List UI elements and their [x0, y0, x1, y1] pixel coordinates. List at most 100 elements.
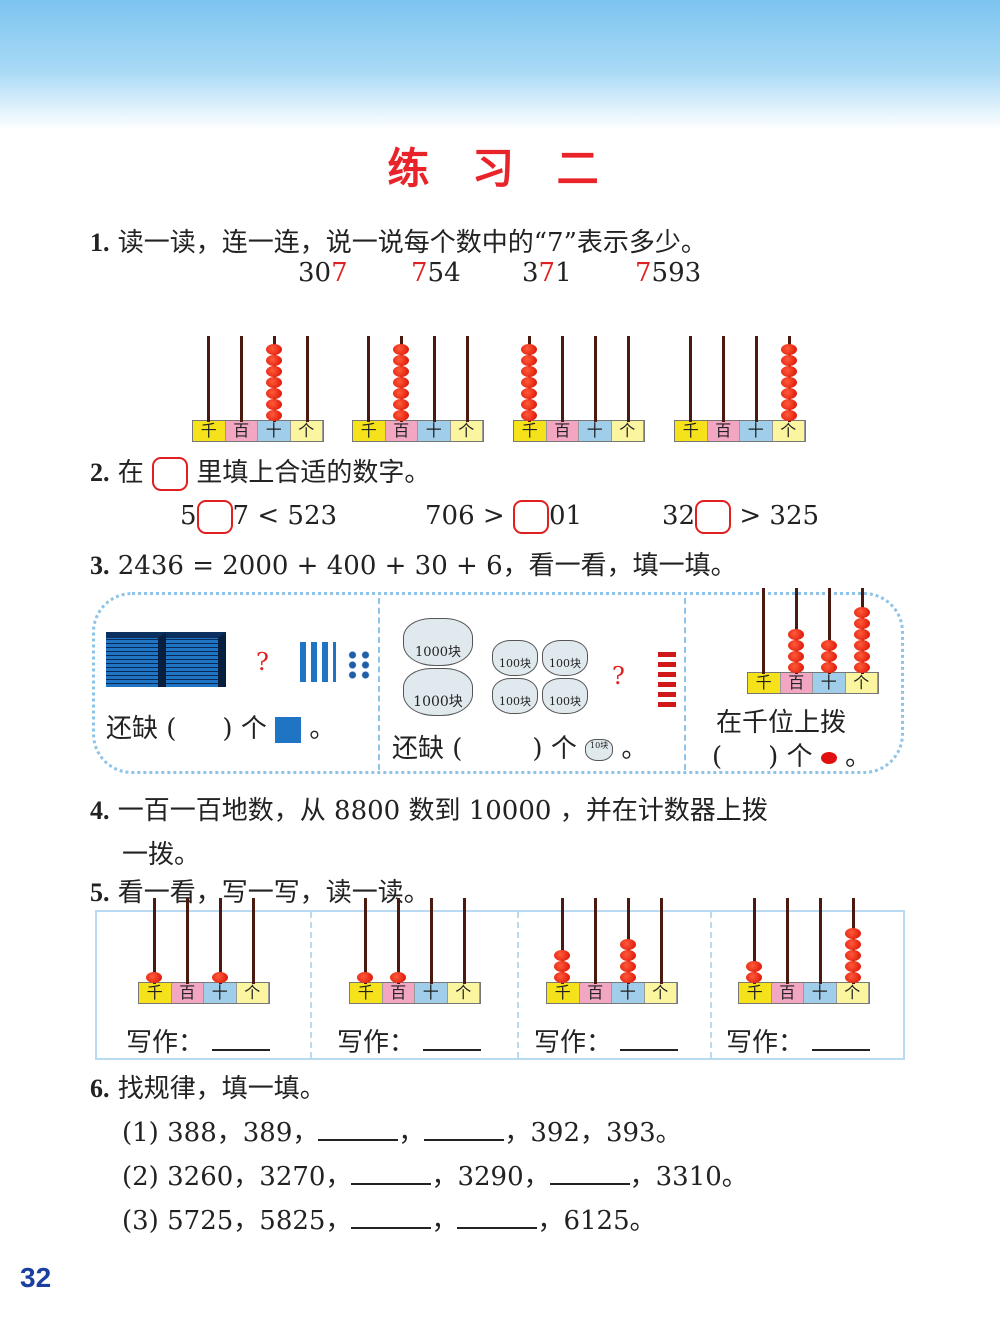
- place-label: 千: [514, 421, 547, 441]
- abacus: 千百十个: [192, 332, 324, 442]
- thousand-cube-icon: [106, 632, 166, 687]
- divider: [517, 912, 519, 1058]
- abacus-bead: [266, 410, 282, 421]
- abacus-rod: [561, 898, 564, 984]
- place-value-base: 千百十个: [192, 420, 324, 442]
- place-label: 十: [740, 421, 773, 441]
- q3-p2-answer: 还缺 () 个 10块 。: [392, 734, 648, 764]
- abacus-bead: [788, 662, 804, 673]
- place-label: 十: [804, 983, 837, 1003]
- abacus-bead: [146, 972, 162, 983]
- place-label: 百: [385, 421, 418, 441]
- place-label: 千: [547, 983, 580, 1003]
- abacus-bead: [521, 344, 537, 355]
- place-label: 百: [579, 983, 612, 1003]
- abacus-rod: [463, 898, 466, 984]
- place-label: 个: [450, 421, 483, 441]
- place-label: 十: [579, 421, 612, 441]
- abacus-bead: [620, 950, 636, 961]
- place-label: 个: [772, 421, 805, 441]
- money-bag-100-icon: 100块: [542, 678, 588, 714]
- question-4-line2: 一拨。: [122, 840, 201, 870]
- answer-box[interactable]: [512, 500, 549, 534]
- abacus-bead: [266, 377, 282, 388]
- write-field[interactable]: 写作：: [337, 1022, 482, 1059]
- place-label: 十: [258, 421, 291, 441]
- abacus-bead: [845, 961, 861, 972]
- place-value-base: 千百十个: [349, 982, 481, 1004]
- abacus-rod: [762, 588, 765, 674]
- abacus-rod: [430, 898, 433, 984]
- place-label: 千: [193, 421, 226, 441]
- abacus-bead: [521, 366, 537, 377]
- abacus-bead: [620, 961, 636, 972]
- abacus-bead: [781, 366, 797, 377]
- abacus-bead: [554, 972, 570, 983]
- place-label: 百: [225, 421, 258, 441]
- answer-box[interactable]: [695, 500, 732, 534]
- blank[interactable]: [318, 1119, 399, 1141]
- abacus-bead: [521, 377, 537, 388]
- abacus-bead: [393, 344, 409, 355]
- blank[interactable]: [351, 1207, 432, 1229]
- question-2: 2. 在 里填上合适的数字。: [90, 452, 430, 491]
- abacus-bead: [266, 344, 282, 355]
- q1-number-3: 7593: [635, 258, 702, 288]
- unit-cubes-icon: [346, 650, 372, 680]
- place-label: 百: [780, 673, 813, 693]
- q1-number-1: 754: [411, 258, 461, 288]
- abacus-bead: [821, 640, 837, 651]
- question-1: 1. 读一读，连一连，说一说每个数中的“7”表示多少。: [90, 228, 707, 258]
- abacus-bead: [781, 377, 797, 388]
- place-value-base: 千百十个: [138, 982, 270, 1004]
- abacus-bead: [845, 928, 861, 939]
- abacus-rod: [828, 588, 831, 674]
- place-value-base: 千百十个: [747, 672, 879, 694]
- abacus-bead: [212, 972, 228, 983]
- write-field[interactable]: 写作：: [726, 1022, 871, 1059]
- abacus: 千百十个: [513, 332, 645, 442]
- q2-item-1: 706 > 01: [425, 500, 582, 534]
- abacus-bead: [788, 629, 804, 640]
- divider: [710, 912, 712, 1058]
- place-label: 个: [290, 421, 323, 441]
- abacus: 千百十个: [352, 332, 484, 442]
- write-field[interactable]: 写作：: [534, 1022, 679, 1059]
- question-mark: ?: [612, 662, 625, 690]
- abacus-bead: [821, 662, 837, 673]
- abacus-rod: [722, 336, 725, 422]
- question-6: 6. 找规律，填一填。: [90, 1074, 326, 1104]
- q2-item-2: 32 > 325: [662, 500, 819, 534]
- abacus-rod: [627, 336, 630, 422]
- abacus-rod: [306, 336, 309, 422]
- write-field[interactable]: 写作：: [126, 1022, 271, 1059]
- abacus-rod: [660, 898, 663, 984]
- abacus-rod: [186, 898, 189, 984]
- answer-box[interactable]: [196, 500, 233, 534]
- blank[interactable]: [351, 1163, 432, 1185]
- place-label: 个: [644, 983, 677, 1003]
- question-4: 4. 一百一百地数，从 8800 数到 10000 ，并在计数器上拨: [90, 796, 768, 826]
- place-label: 十: [813, 673, 846, 693]
- blank[interactable]: [424, 1119, 505, 1141]
- place-label: 百: [171, 983, 204, 1003]
- place-label: 十: [204, 983, 237, 1003]
- abacus-bead: [781, 388, 797, 399]
- header-sky-banner: [0, 0, 1000, 130]
- blank[interactable]: [457, 1207, 538, 1229]
- abacus-rod: [753, 898, 756, 984]
- abacus-rod: [755, 336, 758, 422]
- place-label: 千: [748, 673, 781, 693]
- abacus-bead: [393, 355, 409, 366]
- abacus-bead: [393, 399, 409, 410]
- abacus-bead: [266, 388, 282, 399]
- abacus-rod: [819, 898, 822, 984]
- q6-row: (1) 388，389，，，392，393。: [122, 1118, 682, 1148]
- abacus-bead: [521, 388, 537, 399]
- abacus-bead: [845, 939, 861, 950]
- abacus: 千百十个: [674, 332, 806, 442]
- divider: [310, 912, 312, 1058]
- abacus-rod: [364, 898, 367, 984]
- blank[interactable]: [549, 1163, 630, 1185]
- divider: [378, 598, 380, 770]
